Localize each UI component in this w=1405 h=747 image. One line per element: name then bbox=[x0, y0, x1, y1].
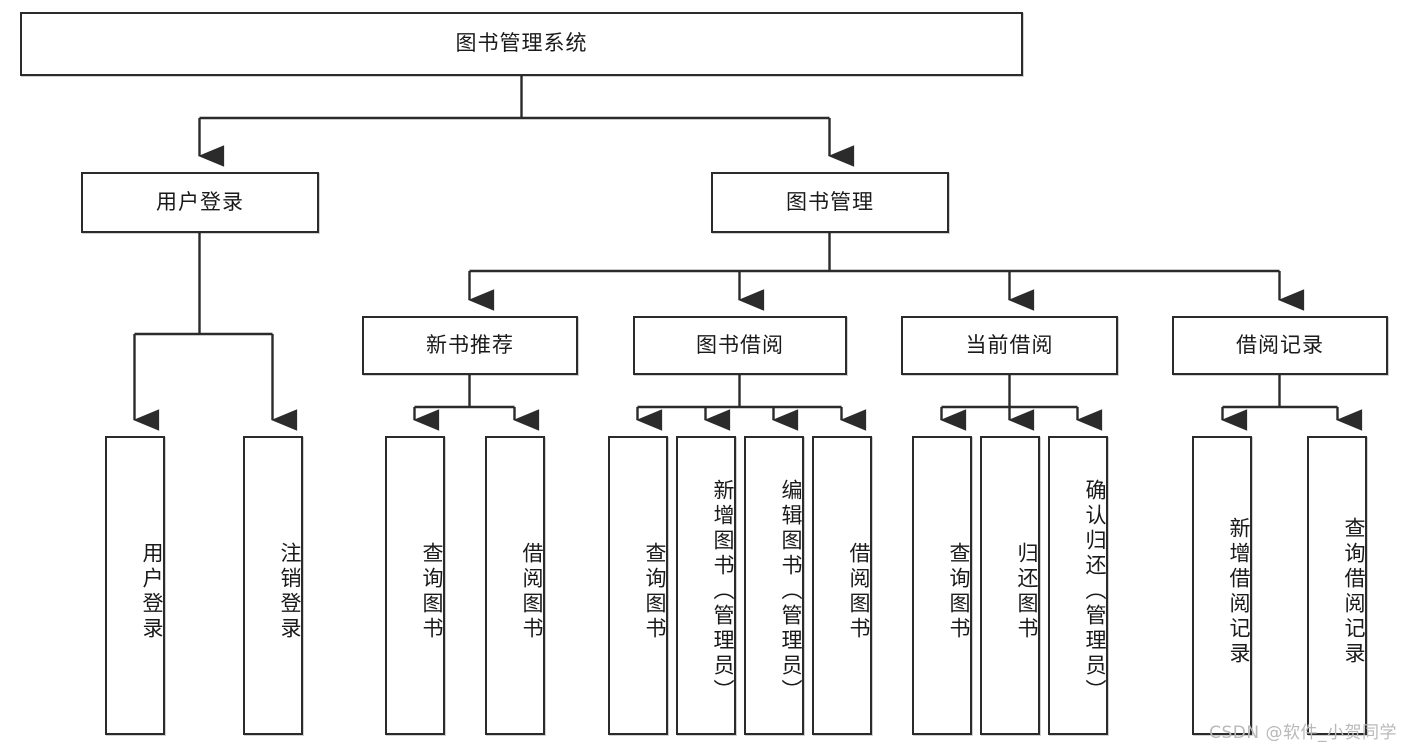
node-user-logout[interactable]: 注销登录 bbox=[243, 436, 303, 735]
node-borrow-edit-book[interactable]: 编辑图书（管理员） bbox=[744, 436, 804, 735]
node-cur-return-book-label: 归还图书 bbox=[1015, 541, 1039, 642]
node-borrow-borrow-book[interactable]: 借阅图书 bbox=[812, 436, 872, 735]
node-cur-query-book[interactable]: 查询图书 bbox=[912, 436, 972, 735]
node-user-logout-label: 注销登录 bbox=[278, 541, 302, 642]
node-borrow-add-book[interactable]: 新增图书（管理员） bbox=[676, 436, 736, 735]
node-rec-borrow-book-label: 借阅图书 bbox=[520, 541, 544, 642]
node-borrow-query-book[interactable]: 查询图书 bbox=[608, 436, 668, 735]
node-new-book-rec[interactable]: 新书推荐 bbox=[362, 316, 578, 375]
node-root-label: 图书管理系统 bbox=[455, 31, 588, 56]
node-book-manage[interactable]: 图书管理 bbox=[711, 172, 949, 233]
node-rec-borrow-book[interactable]: 借阅图书 bbox=[485, 436, 545, 735]
node-root[interactable]: 图书管理系统 bbox=[20, 12, 1023, 76]
node-user-login-do[interactable]: 用户登录 bbox=[105, 436, 165, 735]
node-rec-query-book[interactable]: 查询图书 bbox=[385, 436, 445, 735]
node-user-login[interactable]: 用户登录 bbox=[81, 172, 319, 233]
node-cur-query-book-label: 查询图书 bbox=[947, 541, 971, 642]
node-borrow-record[interactable]: 借阅记录 bbox=[1172, 316, 1388, 375]
node-current-borrow-label: 当前借阅 bbox=[965, 332, 1054, 357]
node-rec-query-record[interactable]: 查询借阅记录 bbox=[1307, 436, 1367, 735]
node-user-login-do-label: 用户登录 bbox=[140, 541, 164, 642]
node-borrow-record-label: 借阅记录 bbox=[1236, 332, 1324, 357]
watermark-text: CSDN @软件_小贺同学 bbox=[1209, 723, 1397, 743]
node-cur-confirm-return-label: 确认归还（管理员） bbox=[1083, 479, 1107, 704]
node-borrow-add-book-label: 新增图书（管理员） bbox=[711, 479, 735, 704]
node-book-borrow-label: 图书借阅 bbox=[696, 332, 784, 357]
node-current-borrow[interactable]: 当前借阅 bbox=[901, 316, 1118, 375]
node-rec-query-book-label: 查询图书 bbox=[420, 541, 444, 642]
node-book-borrow[interactable]: 图书借阅 bbox=[633, 316, 847, 375]
node-rec-query-record-label: 查询借阅记录 bbox=[1342, 516, 1366, 667]
node-borrow-query-book-label: 查询图书 bbox=[643, 541, 667, 642]
node-user-login-label: 用户登录 bbox=[156, 189, 244, 214]
node-rec-add-record-label: 新增借阅记录 bbox=[1227, 516, 1251, 667]
node-new-book-rec-label: 新书推荐 bbox=[426, 332, 514, 357]
node-book-manage-label: 图书管理 bbox=[786, 189, 874, 214]
node-rec-add-record[interactable]: 新增借阅记录 bbox=[1192, 436, 1252, 735]
node-cur-confirm-return[interactable]: 确认归还（管理员） bbox=[1048, 436, 1108, 735]
node-borrow-edit-book-label: 编辑图书（管理员） bbox=[779, 479, 803, 704]
node-borrow-borrow-book-label: 借阅图书 bbox=[847, 541, 871, 642]
node-cur-return-book[interactable]: 归还图书 bbox=[980, 436, 1040, 735]
